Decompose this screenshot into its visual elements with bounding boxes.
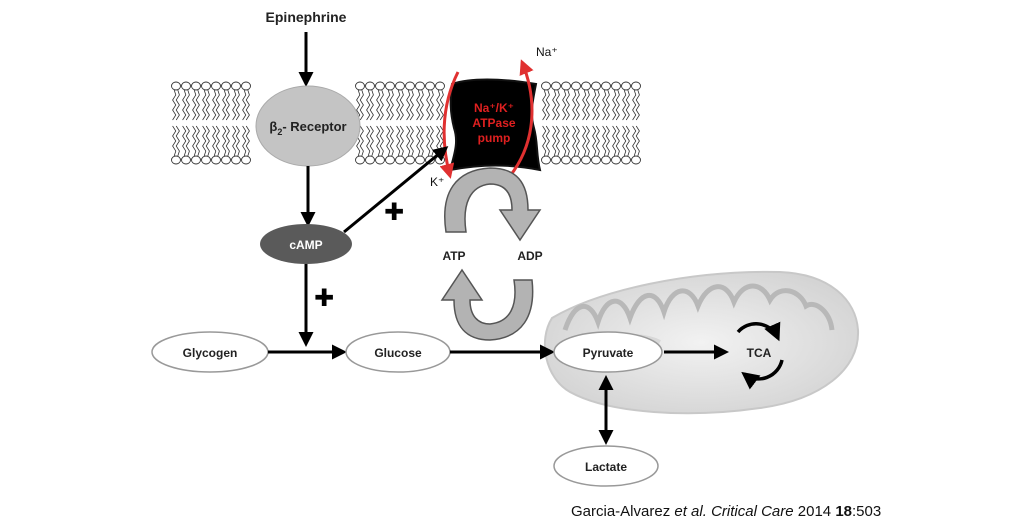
pump-label-line2: ATPase bbox=[472, 116, 515, 130]
adp-label: ADP bbox=[517, 249, 542, 263]
citation-pages: :503 bbox=[852, 503, 882, 520]
citation-volume: 18 bbox=[835, 503, 852, 520]
sodium-label: Na⁺ bbox=[536, 45, 558, 59]
glucose-node: Glucose bbox=[345, 331, 451, 373]
receptor-beta-symbol: β bbox=[269, 119, 277, 134]
beta2-receptor: β2- Receptor bbox=[255, 85, 361, 167]
citation-etal: et al. bbox=[674, 503, 707, 520]
atp-label: ATP bbox=[442, 249, 465, 263]
glycogen-node: Glycogen bbox=[151, 331, 269, 373]
pyruvate-node: Pyruvate bbox=[553, 331, 663, 373]
camp-label: cAMP bbox=[289, 238, 322, 252]
pump-label-line3: pump bbox=[478, 131, 511, 145]
sodium-efflux-arrow bbox=[508, 59, 534, 177]
potassium-label: K⁺ bbox=[430, 175, 444, 189]
citation-year: 2014 bbox=[797, 503, 832, 520]
pyruvate-label: Pyruvate bbox=[583, 346, 634, 360]
plus-sign-pump: ✚ bbox=[384, 199, 404, 226]
plus-sign-glycolysis: ✚ bbox=[314, 285, 334, 312]
lactate-node: Lactate bbox=[553, 445, 659, 487]
tca-label: TCA bbox=[747, 346, 772, 360]
na-k-atpase-pump: Na⁺/K⁺ ATPase pump bbox=[448, 78, 542, 172]
receptor-subscript: 2 bbox=[277, 127, 282, 137]
epinephrine-label: Epinephrine bbox=[266, 9, 347, 25]
potassium-influx-arrow bbox=[439, 71, 460, 179]
tca-cycle: TCA bbox=[736, 321, 784, 390]
lactate-label: Lactate bbox=[585, 460, 627, 474]
receptor-label: - Receptor bbox=[282, 119, 346, 134]
camp-node: cAMP bbox=[260, 224, 352, 264]
citation-journal: Critical Care bbox=[711, 503, 794, 520]
svg-text:β2- Receptor: β2- Receptor bbox=[269, 119, 346, 137]
citation: Garcia-Alvarez et al. Critical Care 2014… bbox=[571, 503, 881, 520]
atp-adp-cycle: ATP ADP bbox=[440, 167, 543, 341]
pump-label-line1: Na⁺/K⁺ bbox=[474, 101, 514, 115]
glycogen-label: Glycogen bbox=[183, 346, 238, 360]
glucose-label: Glucose bbox=[374, 346, 422, 360]
citation-authors: Garcia-Alvarez bbox=[571, 503, 671, 520]
camp-to-pump-arrow bbox=[343, 146, 449, 234]
cell-membrane bbox=[171, 81, 641, 165]
